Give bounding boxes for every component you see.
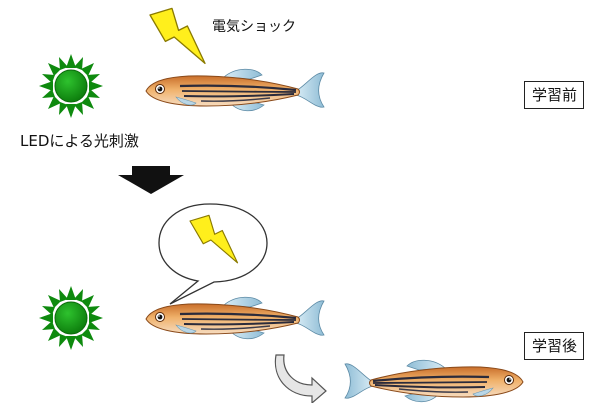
zebrafish-icon-after-escaped xyxy=(343,359,525,403)
speech-bubble-icon xyxy=(158,203,268,305)
led-stimulus-label: LEDによる光刺激 xyxy=(20,132,139,150)
lightning-bolt-icon-top xyxy=(149,7,206,65)
down-arrow-icon xyxy=(118,166,184,194)
before-learning-label: 学習前 xyxy=(532,86,578,104)
after-learning-box: 学習後 xyxy=(524,332,585,360)
zebrafish-icon-after-start xyxy=(144,296,326,340)
zebrafish-icon-before xyxy=(144,68,326,112)
before-learning-box: 学習前 xyxy=(524,81,585,109)
after-learning-label: 学習後 xyxy=(532,337,578,355)
electric-shock-label: 電気ショック xyxy=(212,19,296,35)
curved-turn-arrow-icon xyxy=(274,354,327,403)
led-sun-icon-after xyxy=(38,285,104,351)
led-sun-icon-before xyxy=(38,53,104,119)
